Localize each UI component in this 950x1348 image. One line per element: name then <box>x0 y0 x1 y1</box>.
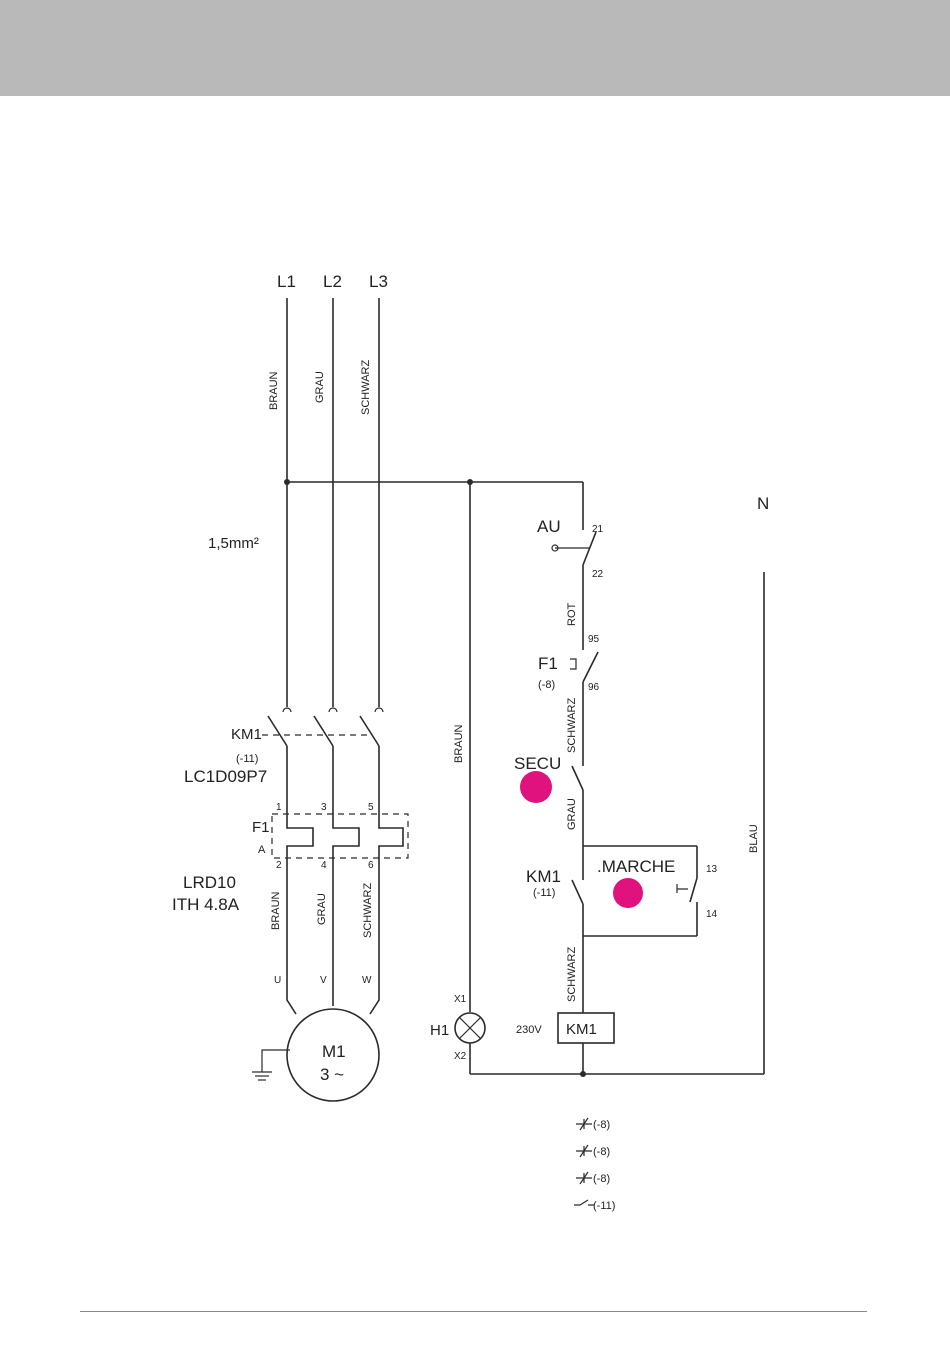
wire-label-grau-top: GRAU <box>314 371 326 403</box>
svg-text:(-8): (-8) <box>593 1119 610 1131</box>
start-label: .MARCHE <box>597 857 675 876</box>
phase-label-l2: L2 <box>323 272 342 291</box>
wire-label-grau-bottom: GRAU <box>316 893 328 925</box>
wire-label-braun-top: BRAUN <box>268 371 280 410</box>
contact-21: 21 <box>592 524 604 535</box>
motor-terminal-w: W <box>362 975 372 986</box>
phase-label-l3: L3 <box>369 272 388 291</box>
lamp-terminal-x1: X1 <box>454 994 467 1005</box>
phase-label-l1: L1 <box>277 272 296 291</box>
overload-rating: ITH 4.8A <box>172 895 240 914</box>
overload-relay-f1 <box>272 814 408 858</box>
contact-ref-item: (-8) <box>576 1172 610 1185</box>
contactor-model: LC1D09P7 <box>184 767 267 786</box>
emergency-stop-label: AU <box>537 517 561 536</box>
wire-u <box>287 858 296 1014</box>
terminal-3: 3 <box>321 802 327 813</box>
km1-hold-contact-icon <box>572 880 583 904</box>
contact-ref-item: (-8) <box>576 1145 610 1158</box>
lamp-terminal-x2: X2 <box>454 1051 467 1062</box>
terminal-1: 1 <box>276 802 282 813</box>
secu-marker[interactable] <box>520 771 552 803</box>
km1-hold-ref: (-11) <box>533 887 555 899</box>
overload-contact-ref: (-8) <box>538 679 555 691</box>
ground-icon <box>252 1050 290 1080</box>
neutral-label: N <box>757 494 769 513</box>
motor-terminal-u: U <box>274 975 281 986</box>
coil-label: KM1 <box>566 1021 597 1038</box>
terminal-6: 6 <box>368 860 374 871</box>
contact-96: 96 <box>588 682 600 693</box>
km1-main-ref: (-11) <box>236 753 258 765</box>
svg-text:(-8): (-8) <box>593 1173 610 1185</box>
junction-dot <box>284 479 290 485</box>
wire-label-blau: BLAU <box>748 824 760 853</box>
overload-contact-label: F1 <box>538 654 558 673</box>
svg-text:(-11): (-11) <box>593 1200 615 1212</box>
wire-label-braun-lamp: BRAUN <box>453 724 465 763</box>
contact-14: 14 <box>706 909 718 920</box>
wire-label-schwarz-top: SCHWARZ <box>360 360 372 415</box>
wire-label-rot: ROT <box>566 603 578 627</box>
km1-main-label: KM1 <box>231 726 262 743</box>
cross-section-label: 1,5mm² <box>208 535 259 552</box>
junction-dot <box>580 1071 586 1077</box>
start-marker[interactable] <box>613 878 643 908</box>
motor-phases: 3 ~ <box>320 1065 344 1084</box>
overload-model: LRD10 <box>183 873 236 892</box>
km1-main-contacts <box>262 708 383 746</box>
wire-label-schwarz-control: SCHWARZ <box>566 698 578 753</box>
svg-text:(-8): (-8) <box>593 1146 610 1158</box>
wire-label-schwarz-coil: SCHWARZ <box>566 947 578 1002</box>
wire-label-grau-control: GRAU <box>566 798 578 830</box>
overload-terminal-a: A <box>258 844 266 856</box>
wire-label-braun-bottom: BRAUN <box>270 891 282 930</box>
contact-95: 95 <box>588 634 600 645</box>
contact-13: 13 <box>706 864 718 875</box>
lamp-icon <box>455 1013 485 1043</box>
contact-22: 22 <box>592 569 604 580</box>
contact-ref-item: (-11) <box>574 1200 615 1212</box>
terminal-5: 5 <box>368 802 374 813</box>
contact-reference-list: (-8) (-8) (-8) (-11) <box>574 1118 615 1212</box>
overload-contact-icon <box>570 652 598 682</box>
secu-contact-icon <box>572 766 583 790</box>
motor-name: M1 <box>322 1042 346 1061</box>
start-button-icon <box>677 878 697 902</box>
footer-divider <box>80 1311 867 1312</box>
contact-ref-item: (-8) <box>576 1118 610 1131</box>
motor-terminal-v: V <box>320 975 327 986</box>
wire-label-schwarz-bottom: SCHWARZ <box>362 883 374 938</box>
km1-hold-label: KM1 <box>526 867 561 886</box>
terminal-4: 4 <box>321 860 327 871</box>
coil-voltage: 230V <box>516 1024 542 1036</box>
terminal-2: 2 <box>276 860 282 871</box>
secu-label: SECU <box>514 754 561 773</box>
lamp-name: H1 <box>430 1022 449 1039</box>
emergency-stop-icon <box>552 532 596 565</box>
overload-label: F1 <box>252 819 270 836</box>
